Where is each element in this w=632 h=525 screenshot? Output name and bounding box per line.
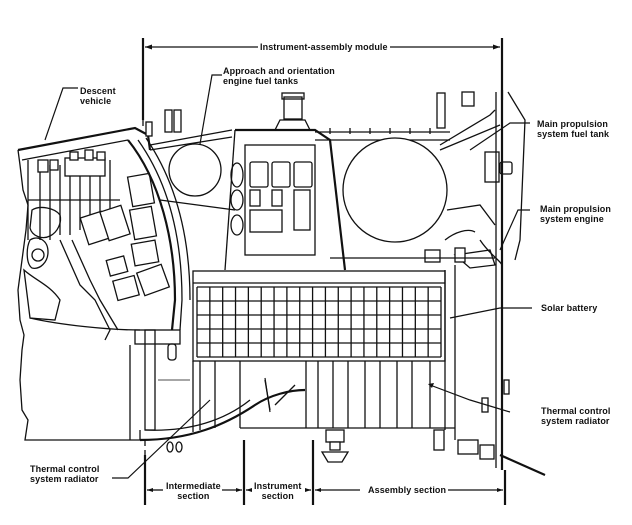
label-line: system engine [540,214,604,224]
label-line: engine fuel tanks [223,76,299,86]
label-line: section [177,491,210,501]
label-approach-orientation-tanks: Approach and orientation engine fuel tan… [223,66,335,86]
label-solar-battery: Solar battery [541,303,598,313]
label-line: section [261,491,294,501]
label-line: Descent [80,86,116,96]
solar-battery [192,270,446,362]
label-line: Thermal control [30,464,100,474]
descent-vehicle [17,126,191,441]
label-line: Main propulsion [540,204,611,214]
label-instrument-section: Instrument section [254,481,302,501]
label-line: Thermal control [541,406,611,416]
label-text: Instrument-assembly module [260,42,388,52]
label-thermal-radiator-left: Thermal control system radiator [30,464,100,484]
label-main-propulsion-tank: Main propulsion system fuel tank [537,119,610,139]
label-line: vehicle [80,96,112,106]
label-text: Assembly section [368,485,447,495]
label-text: Solar battery [541,303,598,313]
label-line: Intermediate [166,481,221,491]
label-line: Instrument [254,481,302,491]
thermal-radiator [139,265,546,477]
module-dimension-line [141,38,504,130]
label-assembly-section: Assembly section [368,485,447,495]
label-line: Approach and orientation [223,66,335,76]
main-propulsion-fuel-tank [342,91,513,243]
section-dimension-lines [143,440,507,505]
label-line: system fuel tank [537,129,610,139]
label-descent-vehicle: Descent vehicle [80,86,116,106]
label-main-propulsion-engine: Main propulsion system engine [540,204,611,224]
orientation-fuel-tanks [145,109,236,211]
label-line: system radiator [30,474,99,484]
label-line: Main propulsion [537,119,608,129]
instrument-compartment [224,92,450,271]
label-line: system radiator [541,416,610,426]
main-propulsion-engine [330,90,526,470]
label-intermediate-section: Intermediate section [166,481,221,501]
leader-lines [44,74,532,479]
label-thermal-radiator-right: Thermal control system radiator [541,406,611,426]
label-instrument-assembly-module: Instrument-assembly module [260,42,388,52]
